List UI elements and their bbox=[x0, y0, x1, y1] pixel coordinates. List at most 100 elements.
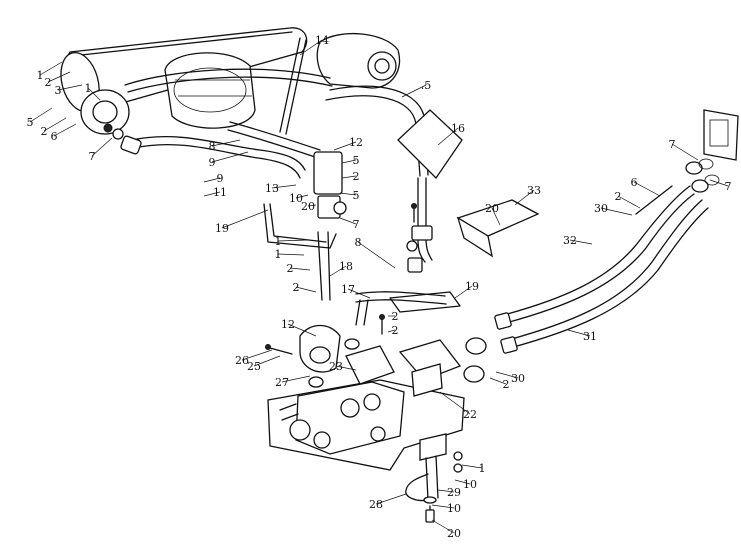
callout-label: 33 bbox=[527, 184, 541, 197]
callout-label: 17 bbox=[341, 283, 355, 296]
callout-label: 5 bbox=[353, 189, 360, 202]
callout-label: 27 bbox=[275, 376, 289, 389]
callout-leader bbox=[289, 267, 311, 271]
callout-label: 9 bbox=[217, 172, 224, 185]
callout-label: 13 bbox=[265, 182, 279, 195]
callout-label: 7 bbox=[89, 150, 96, 163]
callout-label: 19 bbox=[465, 280, 479, 293]
callout-label: 2 bbox=[293, 281, 300, 294]
callout-label: 12 bbox=[281, 318, 295, 331]
callout-leader bbox=[333, 141, 357, 151]
callout-leader bbox=[437, 489, 455, 493]
callout-label: 7 bbox=[669, 138, 676, 151]
callout-leader bbox=[211, 139, 241, 147]
callout-leader bbox=[47, 71, 71, 83]
callout-leader bbox=[335, 365, 357, 371]
callout-label: 20 bbox=[485, 202, 499, 215]
callout-leader bbox=[295, 286, 317, 293]
callout-label: 1 bbox=[85, 82, 92, 95]
callout-label: 1 bbox=[37, 69, 44, 82]
callout-label: 2 bbox=[392, 324, 399, 337]
callout-leader bbox=[87, 87, 101, 101]
bracket-28 bbox=[405, 433, 463, 523]
callout-leader bbox=[357, 241, 396, 269]
valve-blocks bbox=[263, 151, 540, 335]
callout-leader bbox=[495, 371, 519, 379]
callout-label: 20 bbox=[447, 527, 461, 540]
callout-label: 5 bbox=[27, 116, 34, 129]
callout-label: 2 bbox=[287, 262, 294, 275]
cylinder-assembly bbox=[60, 27, 401, 140]
callout-leader bbox=[203, 191, 221, 197]
callout-leader bbox=[299, 39, 323, 56]
callout-label: 26 bbox=[235, 354, 249, 367]
callout-label: 10 bbox=[289, 192, 303, 205]
callout-label: 1 bbox=[275, 235, 282, 248]
callout-label: 11 bbox=[213, 186, 227, 199]
hose-lines bbox=[120, 37, 463, 326]
callout-leader bbox=[439, 391, 471, 415]
callout-leader bbox=[461, 464, 483, 469]
callout-leader bbox=[431, 519, 455, 534]
callout-label: 6 bbox=[51, 130, 58, 143]
control-valve bbox=[265, 324, 487, 471]
callout-leader bbox=[671, 143, 699, 161]
callout-label: 19 bbox=[215, 222, 229, 235]
callout-label: 10 bbox=[447, 502, 461, 515]
callout-label: 25 bbox=[247, 360, 261, 373]
callout-label: 31 bbox=[583, 330, 597, 343]
callout-label: 22 bbox=[463, 408, 477, 421]
callout-leader bbox=[489, 377, 507, 385]
callout-leader bbox=[339, 192, 357, 196]
callout-leader bbox=[329, 265, 347, 277]
callout-label: 5 bbox=[353, 154, 360, 167]
callout-label: 9 bbox=[209, 156, 216, 169]
callout-label: 2 bbox=[392, 310, 399, 323]
callout-label: 32 bbox=[563, 234, 577, 247]
callout-leader bbox=[271, 184, 297, 189]
callout-leader bbox=[341, 159, 357, 164]
callout-label: 1 bbox=[275, 248, 282, 261]
callout-label: 23 bbox=[329, 360, 343, 373]
long-hoses bbox=[494, 109, 739, 354]
callout-label: 3 bbox=[55, 84, 62, 97]
callout-leader bbox=[287, 323, 317, 337]
callout-leader bbox=[709, 179, 729, 187]
callout-leader bbox=[295, 194, 309, 199]
callout-leader bbox=[431, 504, 455, 509]
callout-leader bbox=[339, 217, 357, 225]
callout-label: 20 bbox=[301, 200, 315, 213]
callout-leader bbox=[253, 355, 281, 367]
callout-leader bbox=[43, 117, 67, 132]
callout-label: 8 bbox=[355, 236, 362, 249]
callout-label: 30 bbox=[594, 202, 608, 215]
callout-leader bbox=[57, 84, 83, 91]
callout-leader bbox=[277, 239, 309, 242]
callout-leader bbox=[241, 349, 273, 361]
callout-leader bbox=[567, 329, 591, 337]
callout-label: 7 bbox=[725, 180, 732, 193]
callout-leader bbox=[375, 493, 407, 505]
callout-label: 10 bbox=[463, 478, 477, 491]
callout-label: 28 bbox=[369, 498, 383, 511]
callout-leader bbox=[491, 207, 501, 226]
callout-leader bbox=[454, 285, 473, 299]
callout-label: 2 bbox=[41, 125, 48, 138]
callout-leader bbox=[633, 181, 661, 197]
callout-label: 14 bbox=[315, 34, 329, 47]
callout-leader bbox=[277, 253, 305, 256]
callout-label: 2 bbox=[503, 378, 510, 391]
callout-leader bbox=[387, 329, 396, 333]
callout-leader bbox=[281, 375, 311, 383]
callout-leader bbox=[221, 209, 269, 229]
callout-leader bbox=[454, 479, 471, 485]
callout-leader bbox=[437, 127, 459, 146]
callout-leader bbox=[401, 84, 427, 98]
callout-label: 1 bbox=[479, 462, 486, 475]
callout-label: 2 bbox=[45, 76, 52, 89]
callout-label: 8 bbox=[209, 140, 216, 153]
callout-label: 29 bbox=[447, 486, 461, 499]
callout-leader bbox=[91, 137, 113, 157]
callout-leader bbox=[39, 61, 63, 76]
